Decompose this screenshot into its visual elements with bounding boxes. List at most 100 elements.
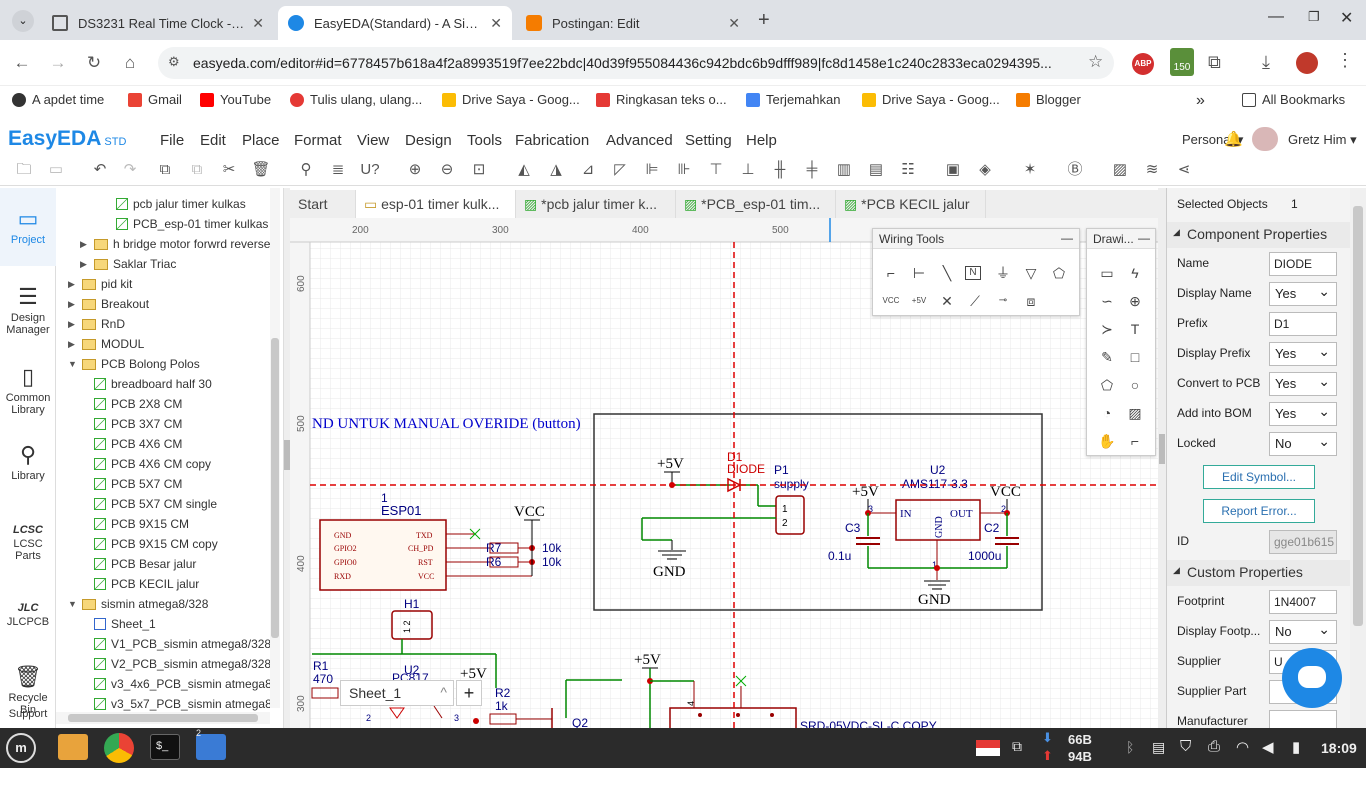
tree-item[interactable]: PCB KECIL jalur <box>94 574 199 594</box>
menu-design[interactable]: Design <box>405 132 452 149</box>
tree-folder[interactable]: ▶Saklar Triac <box>80 254 176 274</box>
tree-folder[interactable]: ▶RnD <box>68 314 125 334</box>
nav-recycle-bin[interactable]: 🗑Recycle Bin <box>0 664 56 716</box>
find-replace-icon[interactable]: ≣ <box>331 161 345 178</box>
user-menu[interactable]: Gretz Him ▾ <box>1288 132 1357 147</box>
nav-library[interactable]: ⚲Library <box>0 442 56 482</box>
prop-convert-pcb-select[interactable]: Yes <box>1269 372 1337 396</box>
reload-icon[interactable]: ↻ <box>86 53 102 72</box>
printer-icon[interactable]: ⎙ <box>1208 738 1221 755</box>
flip-h-icon[interactable]: ⊿ <box>581 161 595 178</box>
close-tab-icon[interactable]: ✕ <box>728 14 740 31</box>
tree-item[interactable]: V2_PCB_sismin atmega8/328 <box>94 654 271 674</box>
chrome-icon[interactable] <box>104 733 134 763</box>
zoom-out-icon[interactable]: ⊖ <box>440 161 454 178</box>
tree-item[interactable]: Sheet_1 <box>94 614 156 634</box>
close-tab-icon[interactable]: ✕ <box>252 14 264 31</box>
menu-fabrication[interactable]: Fabrication <box>515 132 590 149</box>
prop-display-footprint-select[interactable]: No <box>1269 620 1337 644</box>
group-icon[interactable]: ⧈ <box>1026 293 1036 309</box>
nav-common-library[interactable]: ▯Common Library <box>0 364 56 416</box>
tree-item[interactable]: breadboard half 30 <box>94 374 212 394</box>
tree-item[interactable]: PCB 9X15 CM <box>94 514 189 534</box>
bookmark-item[interactable]: Drive Saya - Goog... <box>862 92 1000 107</box>
tree-folder[interactable]: ▼PCB Bolong Polos <box>68 354 200 374</box>
menu-place[interactable]: Place <box>242 132 280 149</box>
screenshot-icon[interactable] <box>196 734 226 760</box>
extension-badge-icon[interactable]: 150 <box>1170 48 1194 76</box>
files-icon[interactable] <box>58 734 88 760</box>
tree-item[interactable]: PCB 9X15 CM copy <box>94 534 218 554</box>
netflag-vcc-icon[interactable]: VCC <box>882 296 900 305</box>
close-tab-icon[interactable]: ✕ <box>490 14 502 31</box>
bus-entry-icon[interactable]: ╲ <box>942 265 952 281</box>
volume-icon[interactable]: ◀ <box>1262 739 1274 756</box>
window-switch-icon[interactable]: ⧉ <box>1012 738 1022 754</box>
right-collapse-handle[interactable] <box>1159 434 1165 464</box>
site-info-icon[interactable]: ⚙ <box>168 54 180 69</box>
bookmark-item[interactable]: Tulis ulang, ulang... <box>290 92 422 107</box>
menu-file[interactable]: File <box>160 132 185 149</box>
chevron-right-icon[interactable]: ▶ <box>68 318 75 329</box>
browser-tab-active[interactable]: EasyEDA(Standard) - A Simpl ✕ <box>278 6 512 40</box>
bookmark-item[interactable]: Drive Saya - Goog... <box>442 92 580 107</box>
bookmark-item[interactable]: Blogger <box>1016 92 1081 107</box>
prop-add-bom-select[interactable]: Yes <box>1269 402 1337 426</box>
bookmark-item[interactable]: Ringkasan teks o... <box>596 92 727 107</box>
wire-icon[interactable]: ⌐ <box>886 265 896 281</box>
workspace-select[interactable]: Personal ▾ <box>1182 132 1244 147</box>
adblock-icon[interactable]: ABP <box>1132 53 1154 75</box>
align-center-h-icon[interactable]: ╫ <box>774 161 786 178</box>
tree-scrollbar[interactable] <box>271 338 279 638</box>
extensions-icon[interactable]: ⧉ <box>1208 52 1221 72</box>
pin-icon[interactable]: ✶ <box>1023 161 1037 178</box>
tree-item[interactable]: PCB 5X7 CM <box>94 474 182 494</box>
layers-icon[interactable]: ◈ <box>979 161 991 178</box>
battery-icon[interactable]: ▮ <box>1292 739 1301 756</box>
netport-icon[interactable]: ⬠ <box>1052 265 1066 281</box>
prop-prefix-input[interactable]: D1 <box>1269 312 1337 336</box>
tab-search-icon[interactable]: ⌄ <box>12 10 34 32</box>
bookmark-star-icon[interactable]: ☆ <box>1088 52 1104 71</box>
tree-h-scrollbar[interactable] <box>68 714 258 722</box>
easyeda-logo[interactable]: EasyEDA STD <box>8 127 126 151</box>
collapse-icon[interactable]: — <box>1138 231 1150 245</box>
menu-edit[interactable]: Edit <box>200 132 226 149</box>
undo-icon[interactable]: ↶ <box>93 161 107 178</box>
schematic-canvas[interactable]: 200 300 400 500 600 500 400 300 ND UNTUK… <box>290 218 1158 728</box>
browser-tab[interactable]: DS3231 Real Time Clock - Ta ✕ <box>42 6 274 40</box>
flip-v-icon[interactable]: ◸ <box>614 161 626 178</box>
back-icon[interactable]: ← <box>13 53 31 72</box>
menu-setting[interactable]: Setting <box>685 132 732 149</box>
more-bookmarks-icon[interactable]: » <box>1196 92 1205 109</box>
tree-item[interactable]: PCB_esp-01 timer kulkas 2 <box>116 214 278 234</box>
bluetooth-icon[interactable]: ᛒ <box>1126 739 1135 755</box>
align-center-v-icon[interactable]: ╪ <box>806 161 818 178</box>
image-icon[interactable]: ▨ <box>1128 405 1142 421</box>
component-properties-header[interactable]: ◢Component Properties <box>1167 222 1350 248</box>
bus-icon[interactable]: ⊢ <box>912 265 926 281</box>
tree-folder[interactable]: ▶h bridge motor forwrd reverse <box>80 234 270 254</box>
right-scrollbar-thumb[interactable] <box>1353 206 1363 626</box>
chevron-right-icon[interactable]: ▶ <box>80 258 87 269</box>
tab-start[interactable]: Start <box>290 190 356 218</box>
distribute-v-icon[interactable]: ▤ <box>868 161 884 178</box>
chevron-right-icon[interactable]: ▶ <box>68 338 75 349</box>
align-left-icon[interactable]: ⊫ <box>645 161 659 178</box>
browser-menu-icon[interactable]: ⋮ <box>1336 50 1354 70</box>
netflag-analog-icon[interactable]: ▽ <box>1025 265 1037 281</box>
pencil-icon[interactable]: ✎ <box>1101 349 1113 365</box>
tree-item[interactable]: V1_PCB_sismin atmega8/328 <box>94 634 271 654</box>
netlabel-icon[interactable]: N <box>965 266 981 280</box>
tree-folder[interactable]: ▶pid kit <box>68 274 132 294</box>
flag-id-icon[interactable] <box>976 740 1000 756</box>
nav-support[interactable]: Support <box>0 708 56 720</box>
fit-icon[interactable]: ⊡ <box>472 161 486 178</box>
user-avatar[interactable] <box>1252 127 1278 151</box>
maximize-icon[interactable]: ❐ <box>1308 9 1320 24</box>
nav-project[interactable]: ▭Project <box>0 206 56 246</box>
edit-symbol-button[interactable]: Edit Symbol... <box>1203 465 1315 489</box>
rotate-left-icon[interactable]: ◭ <box>518 161 530 178</box>
wifi-icon[interactable]: ◠ <box>1236 739 1250 756</box>
